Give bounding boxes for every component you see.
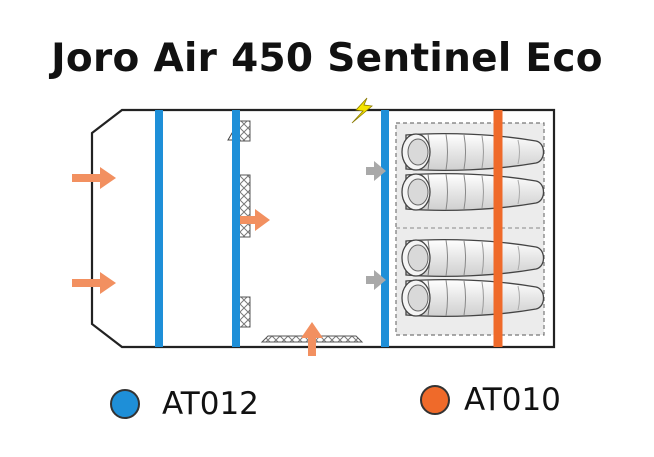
sleeping-bag [401,132,545,172]
airflow-arrow-icon [72,272,116,294]
legend-item-at012: AT012 [110,386,259,422]
legend-label: AT010 [464,382,561,418]
airflow-arrow-icon [240,209,270,231]
sleeping-bag [401,172,545,212]
sleeping-bag [401,278,545,318]
airflow-arrow-icon [72,167,116,189]
lightning-icon [351,97,373,124]
page-title: Joro Air 450 Sentinel Eco [51,36,603,81]
legend-item-at010: AT010 [420,382,561,418]
sleeping-bag [401,238,545,278]
legend-swatch-blue [110,389,140,419]
airflow-arrow-icon [301,322,323,356]
legend-label: AT012 [162,386,259,422]
airflow-arrow-icon [366,161,386,181]
airflow-arrow-icon [366,270,386,290]
legend-swatch-orange [420,385,450,415]
